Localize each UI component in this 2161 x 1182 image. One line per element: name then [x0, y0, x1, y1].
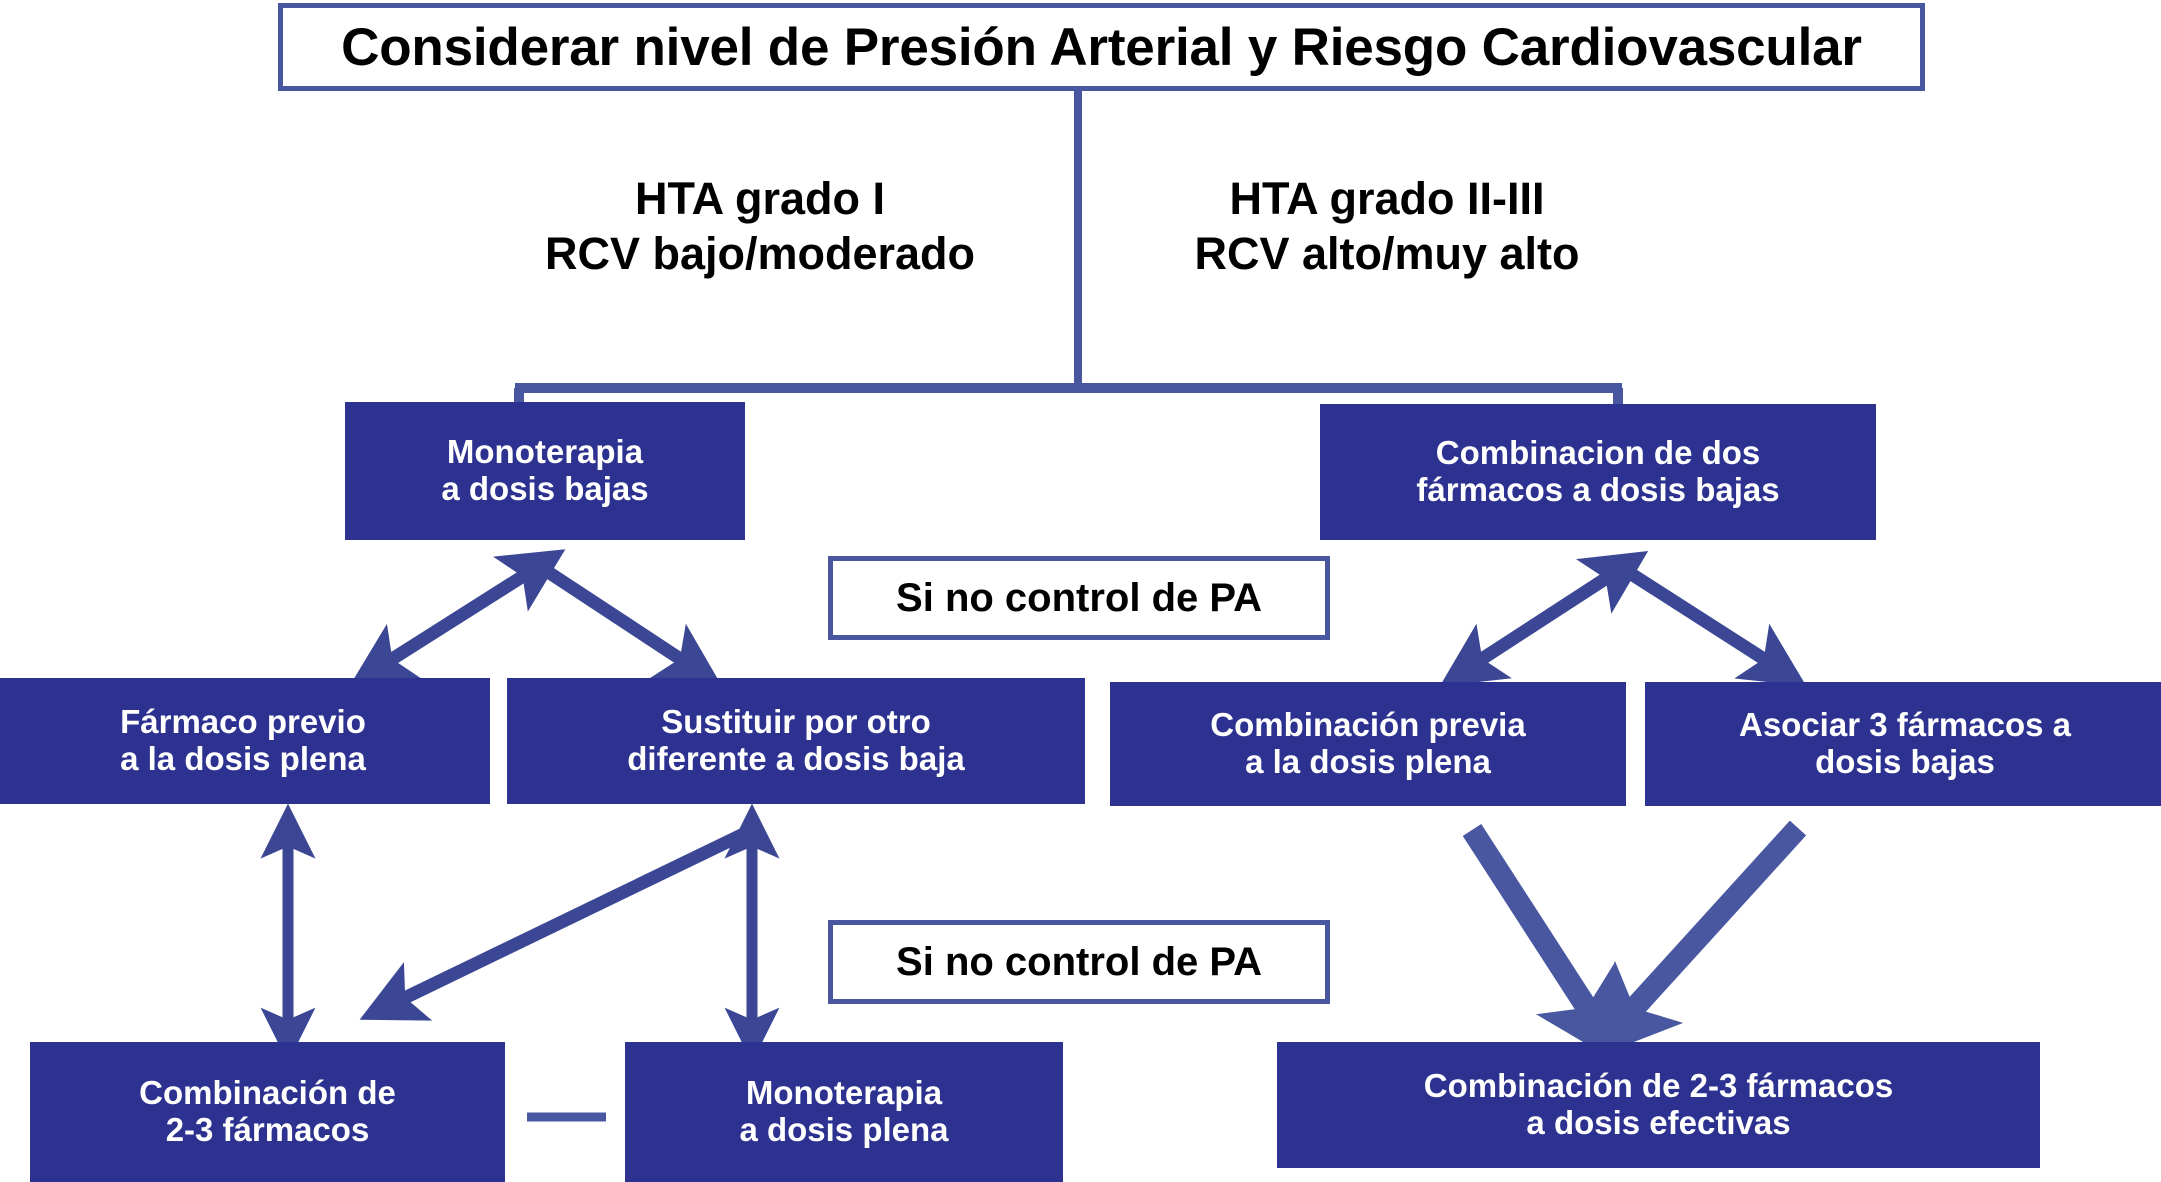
branch-label-right: HTA grado II-III RCV alto/muy alto: [1194, 173, 1580, 279]
arrow-mono-to-options: [349, 549, 723, 687]
arrow-asociar-to-efectivas: [1586, 820, 1807, 1061]
node-combinacion-previa[interactable]: Combinación previa a la dosis plena: [1110, 682, 1626, 806]
decision-si-no-control-de-pa-1: Si no control de PA: [828, 556, 1330, 640]
arrow-combinacion-previa-to-efectivas: [1462, 824, 1626, 1067]
page-title: Considerar nivel de Presión Arterial y R…: [278, 3, 1925, 91]
node-monoterapia-dosis-plena[interactable]: Monoterapia a dosis plena: [625, 1042, 1063, 1182]
node-combinacion-dos-farmacos[interactable]: Combinacion de dos fármacos a dosis baja…: [1320, 404, 1876, 540]
branch-label-left: HTA grado I RCV bajo/moderado: [544, 173, 976, 279]
node-combinacion-2-3-farmacos[interactable]: Combinación de 2-3 fármacos: [30, 1042, 505, 1182]
arrow-sustituir-to-combinacion: [359, 822, 759, 1021]
node-farmaco-previo[interactable]: Fármaco previo a la dosis plena: [0, 678, 490, 804]
node-combinacion-2-3-dosis-efectivas[interactable]: Combinación de 2-3 fármacos a dosis efec…: [1277, 1042, 2040, 1168]
arrow-combo-to-options: [1439, 551, 1807, 687]
node-sustituir-otro[interactable]: Sustituir por otro diferente a dosis baj…: [507, 678, 1085, 804]
node-monoterapia-dosis-bajas[interactable]: Monoterapia a dosis bajas: [345, 402, 745, 540]
decision-si-no-control-de-pa-2: Si no control de PA: [828, 920, 1330, 1004]
node-asociar-3-farmacos[interactable]: Asociar 3 fármacos a dosis bajas: [1645, 682, 2161, 806]
